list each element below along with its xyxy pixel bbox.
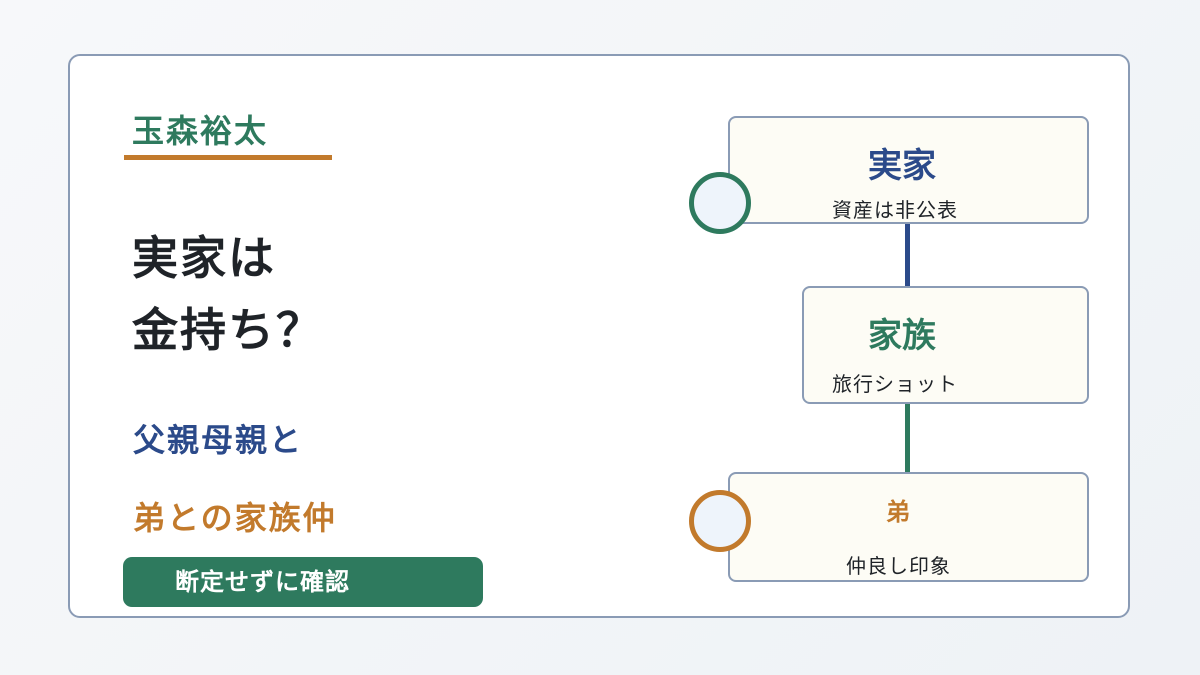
orange-circle-marker (689, 490, 751, 552)
node-title: 弟 (886, 498, 910, 526)
person-name: 玉森裕太 (132, 112, 269, 150)
node-title: 家族 (868, 316, 936, 356)
node-title: 実家 (868, 146, 936, 186)
connector-2 (905, 404, 910, 472)
headline-line-1: 実家は (132, 231, 276, 285)
subtext-brother: 弟との家族仲 (133, 499, 337, 537)
headline-line-2: 金持ち？ (132, 303, 324, 357)
note-pill: 断定せずに確認 (123, 557, 483, 607)
name-underline (124, 155, 332, 160)
node-family-home: 実家 資産は非公表 (728, 116, 1089, 224)
node-sub: 資産は非公表 (832, 198, 958, 222)
node-sub: 旅行ショット (832, 372, 958, 396)
node-brother: 弟 仲良し印象 (728, 472, 1089, 582)
node-family: 家族 旅行ショット (802, 286, 1089, 404)
node-sub: 仲良し印象 (846, 554, 951, 578)
connector-1 (905, 224, 910, 286)
headline: 実家は 金持ち？ (132, 222, 324, 366)
green-circle-marker (689, 172, 751, 234)
subtext-parents: 父親母親と (133, 421, 304, 459)
